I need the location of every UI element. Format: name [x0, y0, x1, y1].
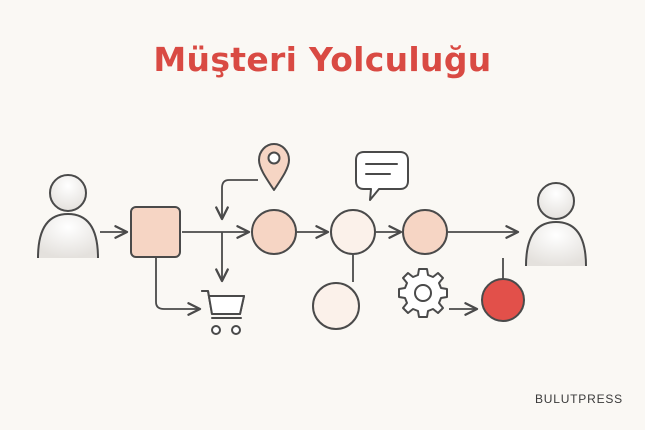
chat-bubble-icon — [355, 151, 409, 201]
gear-icon — [398, 268, 448, 318]
arrow-pin-to-flow — [215, 179, 258, 221]
customer-person-icon-right — [525, 182, 587, 267]
journey-step-2 — [330, 209, 376, 255]
outcome-step-circle — [481, 278, 525, 322]
shopping-cart-icon — [201, 290, 245, 335]
branch-step-circle — [312, 282, 360, 330]
journey-step-1 — [251, 209, 297, 255]
page-title: Müşteri Yolculuğu — [153, 40, 492, 79]
location-pin-icon — [258, 143, 290, 191]
brand-label: BULUTPRESS — [534, 392, 623, 406]
arrow-box-to-cart — [155, 258, 202, 316]
customer-person-icon — [37, 174, 99, 259]
journey-step-3 — [402, 209, 448, 255]
start-touchpoint-box — [130, 206, 181, 258]
